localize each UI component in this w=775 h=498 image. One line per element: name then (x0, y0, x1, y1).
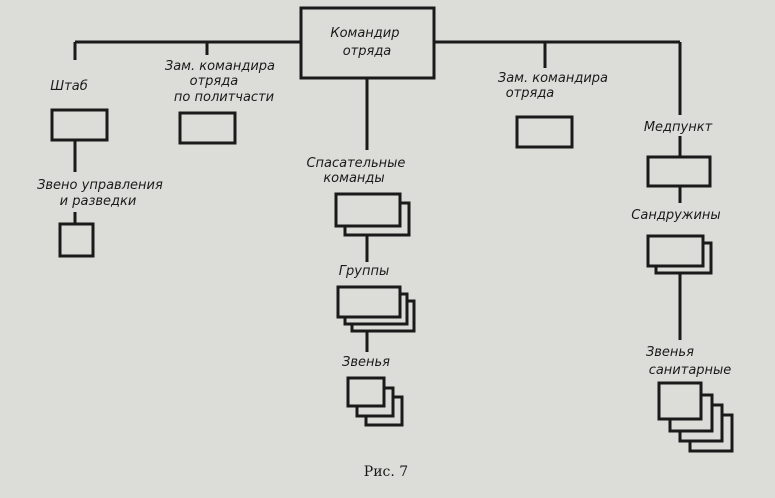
first-aid-post-label: Медпункт (644, 120, 713, 135)
medical-units-label: Звенья санитарные (646, 345, 731, 378)
commander-box (299, 6, 436, 80)
rescue-teams-label: Спасательные команды (306, 156, 409, 186)
medical-units-stack (657, 381, 734, 453)
deputy-box (515, 115, 574, 149)
figure-caption: Рис. 7 (364, 464, 408, 480)
deputy-label: Зам. командира отряда (498, 71, 612, 101)
first-aid-post-box (646, 155, 712, 188)
groups-stack (336, 285, 416, 333)
rescue-units-stack (346, 376, 404, 427)
commander-label: Командир отряда (330, 26, 403, 59)
staff-box (50, 108, 109, 142)
rescue-units-label: Звенья (342, 355, 390, 370)
staff-label: Штаб (50, 79, 87, 94)
medical-squads-label: Сандружины (631, 208, 720, 223)
medical-squads-stack (646, 234, 713, 275)
deputy-political-label: Зам. командира отряда по политчасти (165, 59, 279, 105)
control-recon-unit-label: Звено управления и разведки (37, 178, 167, 209)
groups-label: Группы (339, 264, 389, 279)
rescue-teams-stack (334, 192, 411, 237)
control-recon-unit-box (58, 222, 95, 258)
deputy-political-box (178, 111, 237, 145)
